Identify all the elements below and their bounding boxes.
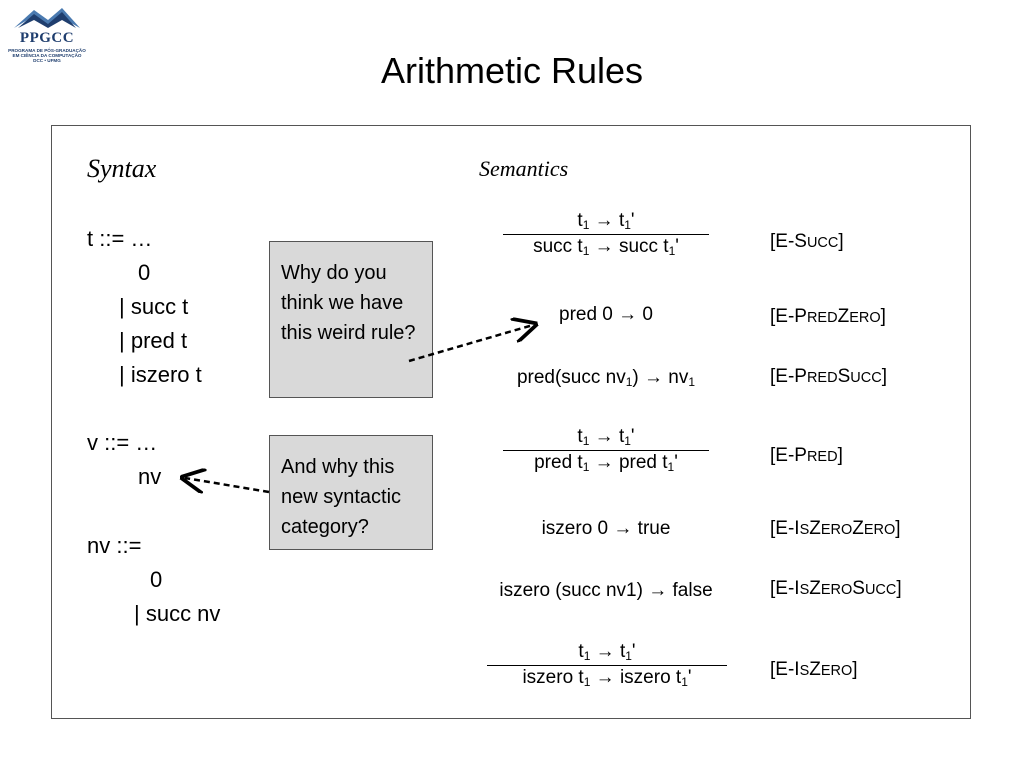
rule-conclusion: succ t1 → succ t1' — [533, 236, 679, 258]
logo-line-1: PROGRAMA DE PÓS-GRADUAÇÃO — [8, 48, 86, 53]
logo-line-3: DCC • UFMG — [33, 58, 61, 63]
rule-premise: t1 → t1' — [577, 210, 635, 232]
syntax-line: | succ nv — [134, 601, 221, 626]
rule-conclusion: pred t1 → pred t1' — [534, 452, 678, 474]
syntax-line: 0 — [150, 567, 163, 592]
arrow-to-nv — [185, 478, 270, 492]
rule-name-e-iszerozero: [E-ISZEROZERO] — [770, 518, 901, 539]
logo-wing-icon — [14, 8, 80, 28]
rule-premise: t1 → t1' — [577, 426, 635, 448]
syntax-line: nv ::= — [87, 533, 142, 558]
inference-bar — [487, 665, 727, 666]
content-frame — [51, 125, 971, 719]
syntax-line: t ::= … — [87, 226, 153, 251]
rule-premise: t1 → t1' — [578, 641, 636, 663]
syntax-heading: Syntax — [87, 154, 157, 183]
syntax-line: 0 — [138, 260, 151, 285]
rule-e-iszerozero: iszero 0 → true — [541, 518, 671, 539]
callout-syntactic-category: And why this new syntactic category? — [269, 435, 433, 550]
ppgcc-logo: PPGCC PROGRAMA DE PÓS-GRADUAÇÃO EM CIÊNC… — [6, 6, 88, 64]
rule-e-iszerosucc: iszero (succ nv1) → false — [499, 580, 713, 601]
syntax-line: nv — [138, 464, 162, 489]
rule-e-predzero: pred 0 → 0 — [559, 304, 653, 325]
arrow-to-pred-zero — [408, 325, 533, 363]
rule-name-e-iszero: [E-ISZERO] — [770, 659, 858, 680]
syntax-line: | pred t — [119, 328, 188, 353]
rule-name-e-iszerosucc: [E-ISZEROSUCC] — [770, 578, 902, 599]
slide-title: Arithmetic Rules — [380, 50, 644, 91]
logo-line-2: EM CIÊNCIA DA COMPUTAÇÃO — [12, 53, 82, 58]
rule-e-predsucc: pred(succ nv1) → nv1 — [516, 367, 696, 389]
rule-conclusion: iszero t1 → iszero t1' — [522, 667, 692, 689]
syntax-line: | iszero t — [119, 362, 202, 387]
callout-weird-rule: Why do you think we have this weird rule… — [269, 241, 433, 398]
rule-e-succ: t1 → t1' succ t1 → succ t1' — [503, 210, 709, 258]
rule-name-e-succ: [E-SUCC] — [770, 231, 844, 252]
semantics-heading: Semantics — [479, 156, 569, 181]
rule-name-e-pred: [E-PRED] — [770, 445, 843, 466]
rule-name-e-predsucc: [E-PREDSUCC] — [770, 366, 887, 387]
rule-e-iszero: t1 → t1' iszero t1 → iszero t1' — [487, 641, 727, 689]
syntax-line: v ::= … — [87, 430, 158, 455]
inference-bar — [503, 234, 709, 235]
logo-name: PPGCC — [19, 30, 75, 46]
rule-e-pred: t1 → t1' pred t1 → pred t1' — [503, 426, 709, 474]
rule-name-e-predzero: [E-PREDZERO] — [770, 306, 886, 327]
syntax-line: | succ t — [119, 294, 189, 319]
inference-bar — [503, 450, 709, 451]
